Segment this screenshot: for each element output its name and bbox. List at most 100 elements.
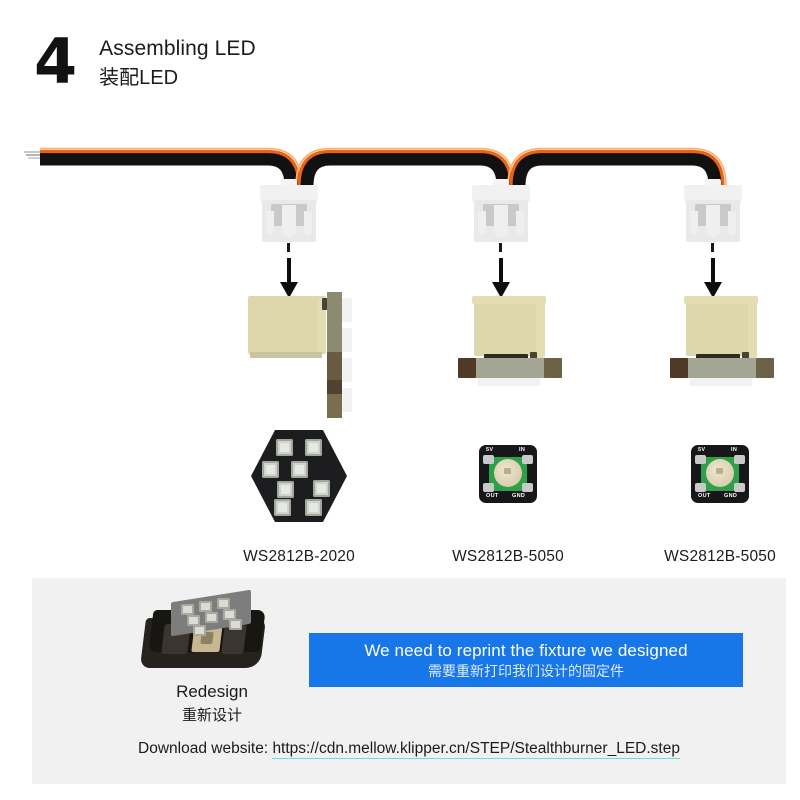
step-number: 4 <box>34 25 77 98</box>
fixture-block-edge <box>536 300 545 358</box>
part-caption-2: WS2812B-5050 <box>452 548 564 565</box>
connector-tab <box>706 205 720 237</box>
led-chip <box>305 499 322 516</box>
down-arrow-1 <box>280 258 298 298</box>
fixture-side-right <box>756 358 774 378</box>
connector-tab <box>494 205 508 237</box>
solder-pad <box>734 483 745 492</box>
square-led-board-icon: 5V IN OUT GND <box>691 445 749 503</box>
led-chip <box>199 601 212 612</box>
pcb-label-gnd: GND <box>724 493 738 499</box>
connector-leg-right <box>516 211 524 235</box>
pcb-label-out: OUT <box>486 493 499 499</box>
fixture-side-left <box>670 358 688 378</box>
download-line: Download website: https://cdn.mellow.kli… <box>32 740 786 759</box>
mount-rail-dark <box>327 380 342 394</box>
arrow-head <box>492 282 510 298</box>
led-pcb-edge <box>484 354 528 360</box>
redesigned-fixture-photo-icon <box>137 588 287 676</box>
download-label: Download website: <box>138 740 269 757</box>
connector-leg-left <box>478 211 486 235</box>
led-fixture-2020-icon <box>248 292 358 418</box>
led-chip <box>291 461 308 478</box>
fixture-block-edge <box>318 298 326 352</box>
fixture-block-top <box>472 296 546 304</box>
solder-pad <box>522 483 533 492</box>
led-lens <box>494 459 522 487</box>
led-chip <box>193 625 206 636</box>
led-chip <box>223 609 236 620</box>
led-chip <box>305 439 322 456</box>
connector-top <box>684 185 742 202</box>
jst-connector-1 <box>258 179 320 252</box>
connector-pin <box>287 243 290 252</box>
fixture-side-right <box>544 358 562 378</box>
rail-shadow-3 <box>342 358 352 382</box>
connector-pin <box>711 243 714 252</box>
fixture-nub <box>530 352 537 362</box>
connector-leg-left <box>690 211 698 235</box>
part-caption-1: WS2812B-2020 <box>243 548 355 565</box>
fixture-base <box>466 358 552 378</box>
led-pcb-edge <box>696 354 740 360</box>
notice-banner: We need to reprint the fixture we design… <box>309 633 743 687</box>
pcb-label-in: IN <box>519 447 526 453</box>
mount-rail-mid <box>327 352 342 380</box>
fixture-block-edge <box>748 300 757 358</box>
connector-top <box>472 185 530 202</box>
rail-shadow-2 <box>342 328 352 352</box>
solder-pad <box>522 455 533 464</box>
page-header: 4 Assembling LED 装配LED <box>34 25 256 98</box>
solder-pad <box>695 483 706 492</box>
down-arrow-3 <box>704 258 722 298</box>
fixture-block-top <box>684 296 758 304</box>
led-chip <box>217 598 230 609</box>
fixture-shadow <box>478 378 540 386</box>
down-arrow-2 <box>492 258 510 298</box>
wire-harness-icon <box>24 147 727 192</box>
jst-connector-2 <box>470 179 532 252</box>
mount-rail-upper <box>327 292 342 352</box>
solder-pad <box>483 455 494 464</box>
square-led-board-icon: 5V IN OUT GND <box>479 445 537 503</box>
rail-shadow-4 <box>342 388 352 412</box>
connector-leg-left <box>266 211 274 235</box>
led-chip <box>277 481 294 498</box>
bottom-info-panel: Redesign 重新设计 We need to reprint the fix… <box>32 578 786 784</box>
pcb-label-in: IN <box>731 447 738 453</box>
rail-shadow-1 <box>342 298 352 322</box>
pcb-label-5v: 5V <box>486 447 494 453</box>
fixture-side-left <box>458 358 476 378</box>
fixture-lip <box>250 352 322 358</box>
notice-banner-en: We need to reprint the fixture we design… <box>364 640 688 660</box>
arrow-stem <box>499 258 503 284</box>
fixture-shadow <box>690 378 752 386</box>
led-chip <box>262 461 279 478</box>
connector-leg-right <box>304 211 312 235</box>
notice-banner-cn: 需要重新打印我们设计的固定件 <box>428 662 624 679</box>
part-caption-3: WS2812B-5050 <box>664 548 776 565</box>
redesign-label-cn: 重新设计 <box>181 707 242 724</box>
solder-pad <box>483 483 494 492</box>
connector-top <box>260 185 318 202</box>
redesign-label-en: Redesign <box>176 682 248 701</box>
page-title-en: Assembling LED <box>99 37 256 60</box>
pcb-label-5v: 5V <box>698 447 706 453</box>
connector-pin <box>499 243 502 252</box>
pcb-label-out: OUT <box>698 493 711 499</box>
mount-rail-lower <box>327 394 342 418</box>
download-url-link[interactable]: https://cdn.mellow.klipper.cn/STEP/Steal… <box>272 740 680 759</box>
led-lens <box>706 459 734 487</box>
pcb-label-gnd: GND <box>512 493 526 499</box>
fixture-block <box>686 300 756 356</box>
fixture-base <box>678 358 764 378</box>
arrow-stem <box>287 258 291 284</box>
arrow-head <box>704 282 722 298</box>
led-fixture-5050-icon <box>670 296 780 388</box>
page-title: Assembling LED 装配LED <box>99 35 256 92</box>
arrow-stem <box>711 258 715 284</box>
led-chip <box>181 604 194 615</box>
fixture-block <box>248 296 326 354</box>
page-title-cn: 装配LED <box>99 67 179 89</box>
